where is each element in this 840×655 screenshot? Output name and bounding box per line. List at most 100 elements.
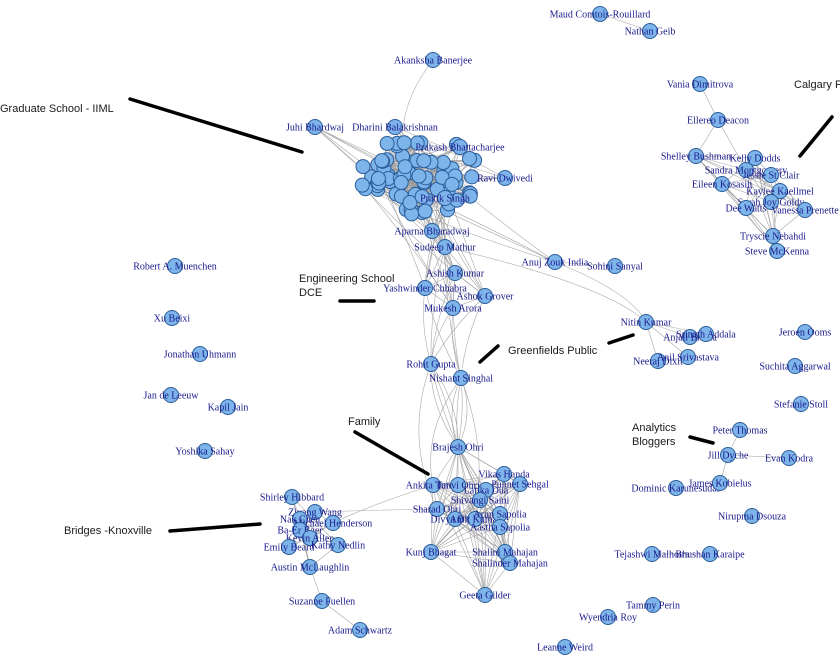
edge xyxy=(454,518,486,596)
graph-node: Nishant Singhal xyxy=(429,370,493,386)
node-label: Latika Dua xyxy=(464,486,509,497)
graph-node: Austin McLaughlin xyxy=(271,559,349,575)
node-label: Maud Comtois-Rouillard xyxy=(550,10,651,21)
node-circle xyxy=(592,6,608,22)
node-circle xyxy=(192,346,208,362)
node-label: Bhushan Karaipe xyxy=(675,550,745,561)
annotation-line xyxy=(128,97,304,154)
edge xyxy=(430,446,459,553)
node-circle xyxy=(642,23,658,39)
node-label: Adam Schwartz xyxy=(328,626,393,637)
node-circle xyxy=(164,310,180,326)
graph-node: Rohit Gupta xyxy=(406,356,456,372)
node-label: Vania Dimitrova xyxy=(667,80,734,91)
node-circle xyxy=(450,439,466,455)
graph-node: Jan de Leeuw xyxy=(144,387,199,403)
node-circle xyxy=(423,356,439,372)
graph-node: Vanessa Prenette xyxy=(771,202,839,218)
graph-node: Sohini Sanyal xyxy=(587,258,643,274)
node-label: Emily Beard xyxy=(264,543,315,554)
graph-node: Sandra Montgomery xyxy=(705,162,787,178)
annotation-label-graduate: Graduate School - IIML xyxy=(0,103,114,115)
graph-node: Dee Watts xyxy=(726,200,767,216)
graph-node: Tammy Perin xyxy=(626,597,680,613)
annotation-line xyxy=(168,522,262,533)
graph-node: Yashwinder Chhabra xyxy=(383,280,467,296)
edge xyxy=(727,454,790,459)
graph-node xyxy=(417,203,433,219)
node-circle xyxy=(710,112,726,128)
graph-node: Wyendria Roy xyxy=(579,609,637,625)
node-circle xyxy=(638,314,654,330)
node-label: Stefanie Stoll xyxy=(774,400,828,411)
node-label: Tejashwi Malhotra xyxy=(614,550,690,561)
node-circle xyxy=(437,190,453,206)
edge xyxy=(717,119,747,171)
edge xyxy=(430,526,501,553)
node-circle xyxy=(600,609,616,625)
graph-node: Yoshika Sahay xyxy=(175,443,235,459)
graph-node xyxy=(370,171,386,187)
graph-node: Jessie St.Clair xyxy=(743,167,800,183)
node-label: Sharad Ohri xyxy=(413,505,462,516)
node-label: Jill Dyche xyxy=(708,451,749,462)
node-label: Sudeep Mathur xyxy=(414,243,476,254)
graph-node xyxy=(396,135,412,151)
edge xyxy=(424,287,486,297)
edge xyxy=(444,246,486,297)
edge xyxy=(430,363,459,448)
node-label: Anil Srivastava xyxy=(657,353,719,364)
node-circle xyxy=(732,422,748,438)
edge xyxy=(460,295,486,379)
node-circle xyxy=(763,194,779,210)
edge-layer xyxy=(288,13,806,631)
graph-node: Mukesh Arora xyxy=(424,300,482,316)
edge xyxy=(430,484,459,553)
node-circle xyxy=(688,148,704,164)
graph-node xyxy=(393,175,409,191)
graph-node: Kunj Bhagat xyxy=(406,544,457,560)
edge xyxy=(430,363,459,448)
graph-node: Shelley Bushman xyxy=(661,148,731,164)
annotation-label-engineering: Engineering School xyxy=(299,273,394,285)
annotation-label-greenfields: Greenfields Public xyxy=(508,345,598,357)
node-label: Shirley Hibbard xyxy=(260,493,324,504)
node-label: Steve McKenna xyxy=(745,247,810,258)
node-circle xyxy=(702,546,718,562)
edge xyxy=(721,174,772,185)
annotation-label-engineering: DCE xyxy=(299,287,322,299)
edge xyxy=(444,246,647,323)
node-circle xyxy=(197,443,213,459)
graph-node: Dharini Balakrishnan xyxy=(352,119,438,135)
annotation-label-analytics: Analytics xyxy=(632,422,677,434)
node-label: Ashish Kumar xyxy=(426,269,485,280)
graph-node: Michael Henderson xyxy=(294,515,373,531)
node-label: Michael Henderson xyxy=(294,519,373,530)
node-circle xyxy=(682,329,698,345)
node-circle xyxy=(387,119,403,135)
node-label: Anjali Bhatia xyxy=(663,333,717,344)
node-label: Aastha Sapolia xyxy=(470,523,531,534)
graph-node: Ravi Dwivedi xyxy=(477,170,533,186)
edge xyxy=(457,377,463,448)
node-circle xyxy=(445,300,461,316)
node-circle xyxy=(167,258,183,274)
node-label: Srinath Addala xyxy=(676,330,736,341)
node-circle xyxy=(512,476,528,492)
node-label: Yoshika Sahay xyxy=(175,447,234,458)
edge xyxy=(504,483,521,553)
edge xyxy=(745,157,756,209)
graph-node: Pratik Singh xyxy=(420,190,470,206)
node-circle xyxy=(747,150,763,166)
node-label: Prakash Bhattacharjee xyxy=(415,143,505,154)
graph-node: Neeraj Dixit xyxy=(633,353,683,369)
node-circle xyxy=(477,587,493,603)
node-label: Nitin Kumar xyxy=(621,318,672,329)
node-circle xyxy=(424,223,440,239)
node-circle xyxy=(325,515,341,531)
node-circle xyxy=(787,358,803,374)
graph-node: Ankita Tuteja xyxy=(406,477,461,493)
node-circle xyxy=(644,546,660,562)
